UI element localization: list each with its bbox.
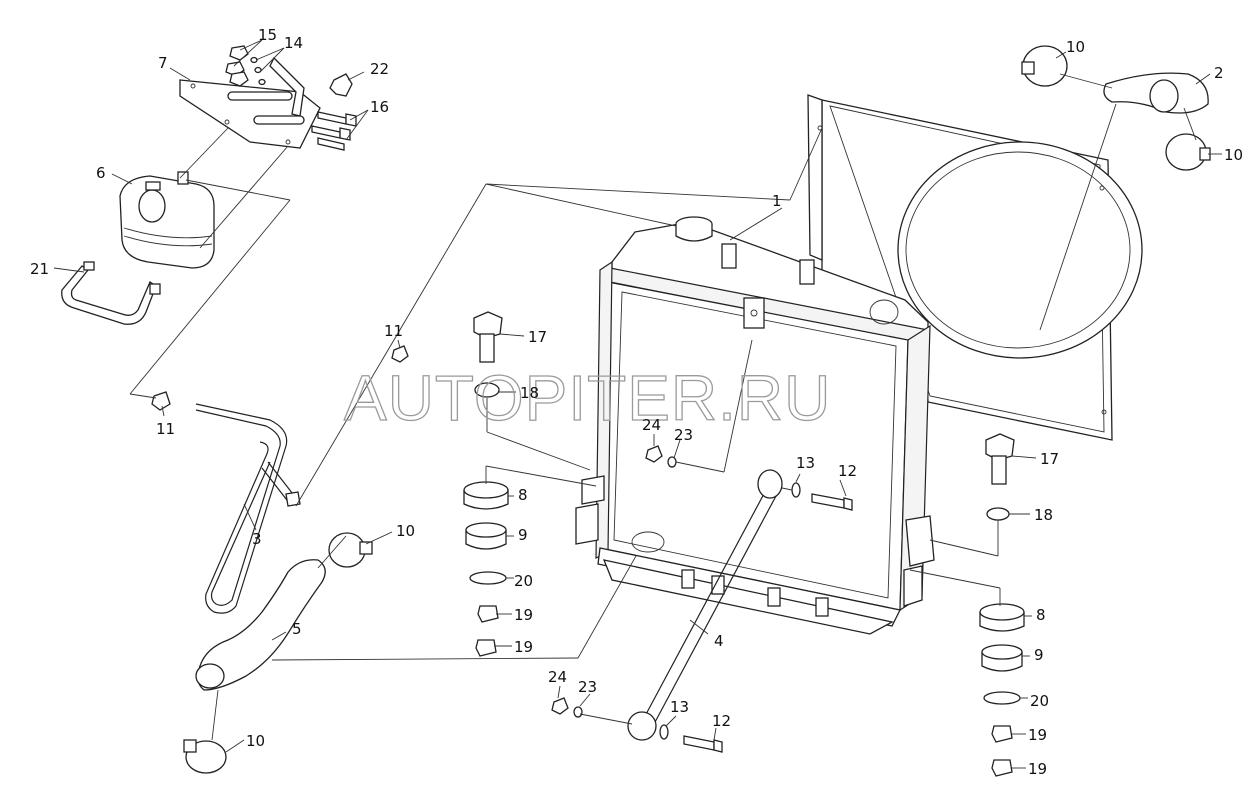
callout-9b: 9 — [1034, 646, 1044, 664]
callout-10d: 10 — [246, 732, 265, 750]
callout-15: 15 — [258, 26, 277, 44]
callout-18a: 18 — [520, 384, 539, 402]
callout-22: 22 — [370, 60, 389, 78]
callout-19b: 19 — [514, 638, 533, 656]
callout-9a: 9 — [518, 526, 528, 544]
callout-19c: 19 — [1028, 726, 1047, 744]
callout-7: 7 — [158, 54, 168, 72]
callout-20b: 20 — [1030, 692, 1049, 710]
callout-12b: 12 — [712, 712, 731, 730]
callout-10c: 10 — [396, 522, 415, 540]
bracket-nuts — [225, 45, 266, 87]
callout-11b: 11 — [156, 420, 175, 438]
upper-hose — [1021, 45, 1211, 171]
callout-13b: 13 — [670, 698, 689, 716]
callout-2: 2 — [1214, 64, 1224, 82]
callout-14: 14 — [284, 34, 303, 52]
callout-21: 21 — [30, 260, 49, 278]
callout-10b: 10 — [1224, 146, 1243, 164]
expansion-tank — [119, 171, 215, 269]
watermark-text: AUTOPITER.RU — [344, 362, 831, 434]
leader-lines — [53, 39, 1222, 769]
callout-20a: 20 — [514, 572, 533, 590]
callout-8a: 8 — [518, 486, 528, 504]
tank-bracket — [179, 56, 321, 149]
callout-8b: 8 — [1036, 606, 1046, 624]
callout-19a: 19 — [514, 606, 533, 624]
callout-23b: 23 — [578, 678, 597, 696]
callout-16: 16 — [370, 98, 389, 116]
callout-3: 3 — [252, 530, 262, 548]
callout-1: 1 — [772, 192, 782, 210]
tank-strap — [61, 261, 161, 325]
callout-10a: 10 — [1066, 38, 1085, 56]
right-bolt-17 — [985, 433, 1015, 521]
callout-18b: 18 — [1034, 506, 1053, 524]
bolts-16 — [311, 111, 357, 151]
callout-labels: 1 2 3 4 5 6 7 8 8 9 9 10 10 10 10 11 11 … — [30, 26, 1243, 778]
callout-24a: 24 — [642, 416, 661, 434]
callout-12a: 12 — [838, 462, 857, 480]
overflow-hose — [151, 345, 409, 614]
left-mount-stack — [463, 481, 509, 657]
left-bolt-17 — [473, 311, 503, 398]
callout-5: 5 — [292, 620, 302, 638]
right-mount-stack — [979, 603, 1025, 777]
stay-rod — [627, 469, 783, 741]
fan-shroud — [807, 94, 1143, 441]
lower-hose — [183, 532, 373, 774]
callout-19d: 19 — [1028, 760, 1047, 778]
callout-6: 6 — [96, 164, 106, 182]
callout-17a: 17 — [528, 328, 547, 346]
nut-22 — [329, 73, 353, 97]
rod-hardware — [551, 445, 853, 753]
callout-17b: 17 — [1040, 450, 1059, 468]
callout-11a: 11 — [384, 322, 403, 340]
radiator — [575, 216, 935, 635]
callout-24b: 24 — [548, 668, 567, 686]
callout-23a: 23 — [674, 426, 693, 444]
callout-13a: 13 — [796, 454, 815, 472]
callout-4: 4 — [714, 632, 724, 650]
